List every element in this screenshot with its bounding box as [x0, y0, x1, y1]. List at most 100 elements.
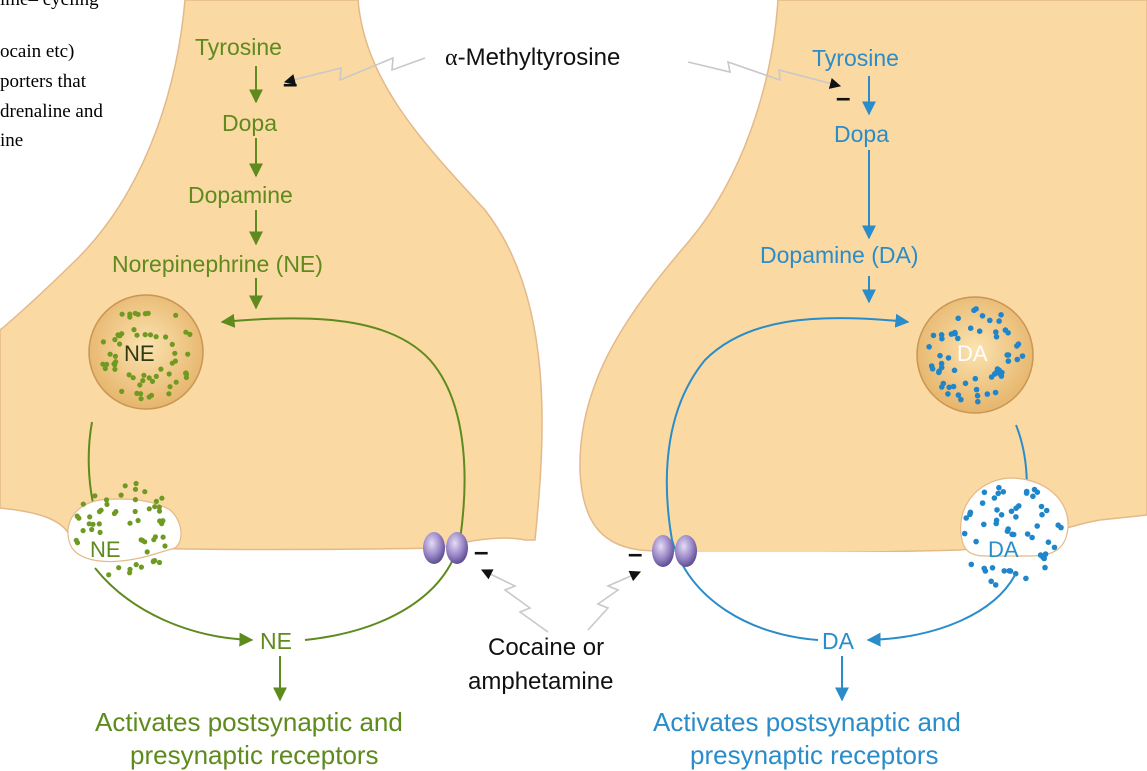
ne-molecule-dot: [102, 365, 108, 372]
ne-molecule-dot: [104, 361, 110, 367]
da-molecule-dot: [1030, 493, 1036, 500]
da-molecule-dot: [951, 367, 958, 374]
ne-molecule-dot: [118, 492, 124, 498]
da-molecule-dot: [979, 500, 986, 506]
ne-molecule-dot: [127, 566, 133, 572]
ne-molecule-dot: [183, 370, 189, 376]
da-released-label: DA: [988, 537, 1019, 562]
ne-molecule-dot: [173, 312, 179, 318]
ne-molecule-dot: [113, 359, 119, 365]
da-molecule-dot: [972, 375, 979, 382]
ne-molecule-dot: [96, 521, 102, 527]
da-molecule-dot: [1014, 356, 1021, 363]
da-molecule-dot: [988, 578, 994, 585]
ne-molecule-dot: [135, 517, 141, 524]
ne-molecule-dot: [134, 332, 140, 338]
da-molecule-dot: [984, 391, 991, 397]
da-molecule-dot: [939, 335, 945, 342]
ne-molecule-dot: [119, 388, 125, 394]
da-molecule-dot: [996, 318, 1002, 324]
ne-molecule-dot: [107, 351, 113, 357]
methyltyrosine-text: -Methyltyrosine: [457, 44, 621, 71]
da-molecule-dot: [1013, 514, 1019, 520]
ne-molecule-dot: [185, 351, 191, 357]
ne-molecule-dot: [169, 341, 175, 347]
da-molecule-dot: [973, 386, 980, 393]
ne-molecule-dot: [132, 508, 138, 515]
ne-molecule-dot: [100, 361, 106, 367]
ne-molecule-dot: [144, 549, 150, 555]
ne-molecule-dot: [166, 391, 172, 397]
da-molecule-dot: [1007, 568, 1014, 574]
ne-vesicle-label: NE: [124, 341, 155, 366]
side-note-line-5: ine: [0, 130, 24, 151]
da-molecule-dot: [989, 565, 996, 571]
da-molecule-dot: [973, 538, 979, 545]
da-molecule-dot: [1013, 505, 1019, 512]
ne-molecule-dot: [146, 375, 152, 381]
da-molecule-dot: [979, 313, 986, 319]
ne-molecule-dot: [138, 391, 144, 397]
da-molecule-dot: [992, 582, 999, 588]
da-vesicle-label: DA: [957, 341, 988, 366]
da-molecule-dot: [940, 380, 947, 387]
ne-molecule-dot: [156, 508, 163, 514]
ne-molecule-dot: [141, 372, 147, 378]
right-activates-line-2: presynaptic receptors: [690, 740, 939, 770]
side-note-line-1: ime– cycling: [0, 0, 99, 9]
ne-released-label: NE: [90, 537, 121, 562]
da-molecule-dot: [968, 561, 975, 568]
left-dopamine-label: Dopamine: [188, 182, 293, 208]
ne-molecule-dot: [74, 513, 80, 519]
ne-molecule-dot: [80, 528, 86, 534]
ne-molecule-dot: [152, 504, 158, 510]
ne-molecule-dot: [140, 378, 146, 384]
ne-molecule-dot: [138, 396, 144, 402]
da-molecule-dot: [936, 369, 942, 376]
ne-molecule-dot: [73, 537, 79, 543]
da-molecule-dot: [1038, 503, 1045, 510]
da-molecule-dot: [1005, 526, 1011, 532]
ne-molecule-dot: [135, 311, 141, 317]
da-molecule-dot: [946, 384, 952, 391]
da-molecule-dot: [998, 512, 1005, 518]
ne-transporter-left-lobe: [423, 532, 445, 564]
da-molecule-dot: [993, 334, 1000, 340]
ne-molecule-dot: [153, 334, 159, 340]
ne-molecule-dot: [117, 341, 123, 347]
da-molecule-dot: [1042, 551, 1049, 557]
da-molecule-dot: [1041, 555, 1047, 562]
ne-molecule-dot: [166, 371, 172, 377]
da-molecule-dot: [1029, 534, 1035, 541]
left-activates-line-2: presynaptic receptors: [130, 740, 379, 770]
da-molecule-dot: [995, 490, 1001, 497]
ne-molecule-dot: [172, 350, 178, 356]
da-molecule-dot: [963, 515, 969, 521]
ne-molecule-dot: [163, 334, 169, 340]
ne-molecule-dot: [86, 521, 92, 527]
ne-molecule-dot: [112, 353, 118, 359]
da-transporter-inhibition-mark: –: [628, 538, 643, 568]
da-molecule-dot: [1034, 489, 1041, 496]
right-tyrosine-label: Tyrosine: [812, 45, 899, 71]
ne-molecule-dot: [187, 331, 193, 337]
da-molecule-dot: [1051, 544, 1058, 551]
da-molecule-dot: [1023, 488, 1030, 495]
da-molecule-dot: [996, 484, 1002, 491]
ne-molecule-dot: [131, 327, 137, 333]
da-molecule-dot: [998, 312, 1004, 318]
da-molecule-dot: [976, 328, 983, 335]
ne-molecule-dot: [138, 564, 144, 570]
da-molecule-dot: [981, 565, 987, 572]
ne-molecule-dot: [138, 537, 144, 543]
ne-molecule-dot: [149, 378, 156, 384]
ne-molecule-dot: [156, 559, 163, 566]
da-molecule-dot: [937, 352, 943, 359]
ne-molecule-dot: [104, 501, 110, 507]
da-molecule-dot: [974, 392, 981, 399]
ne-molecule-dot: [150, 558, 157, 564]
ne-molecule-dot: [132, 497, 138, 503]
ne-molecule-dot: [115, 332, 121, 338]
ne-molecule-dot: [162, 543, 168, 549]
cocaine-label-line-1: Cocaine or: [488, 634, 605, 661]
